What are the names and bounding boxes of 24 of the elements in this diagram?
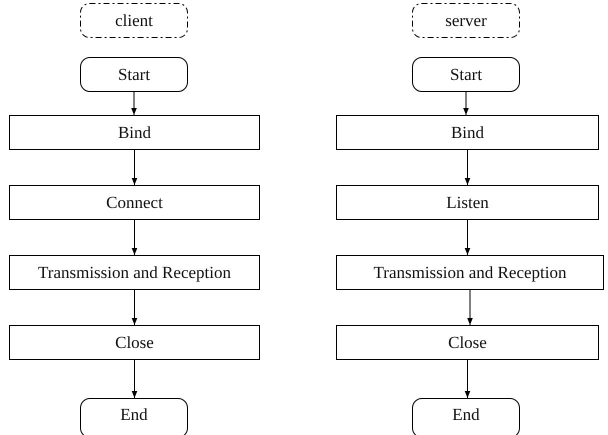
column-header: client: [115, 10, 153, 30]
process-box: Connect: [9, 185, 260, 220]
arrow: [464, 150, 470, 186]
arrow: [467, 290, 473, 326]
terminal-box: End: [412, 398, 520, 435]
process-box: Close: [9, 325, 260, 360]
arrow: [132, 150, 138, 186]
process-box: Listen: [336, 185, 599, 220]
arrow: [464, 360, 470, 398]
arrow: [131, 92, 137, 116]
arrow: [132, 290, 138, 326]
process-box: Bind: [9, 115, 260, 150]
terminal-box: Start: [80, 57, 188, 92]
terminal-box: Start: [412, 57, 520, 92]
process-box: Close: [336, 325, 599, 360]
process-box: Bind: [336, 115, 599, 150]
arrow: [464, 220, 470, 256]
process-box: Transmission and Reception: [336, 255, 604, 290]
column-header: server: [445, 10, 487, 30]
arrow: [463, 92, 469, 116]
process-box: Transmission and Reception: [9, 255, 260, 290]
arrow: [132, 360, 138, 398]
terminal-box: End: [80, 398, 188, 435]
arrow: [132, 220, 138, 256]
